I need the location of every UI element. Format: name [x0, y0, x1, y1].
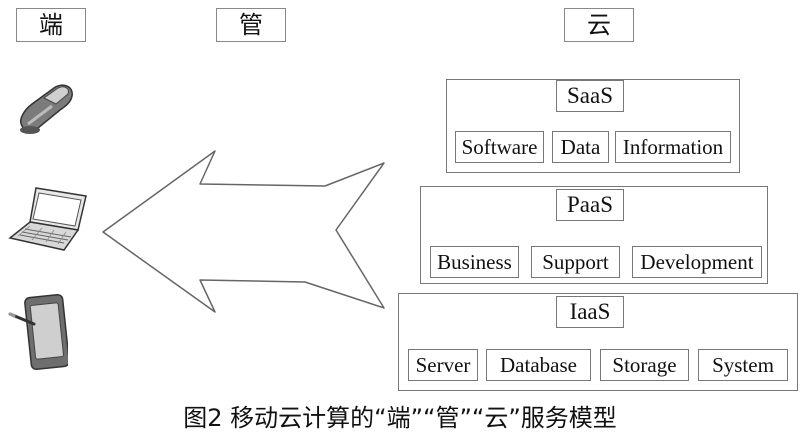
figure-caption: 图2 移动云计算的“端”“管”“云”服务模型 — [183, 404, 617, 432]
header-device: 端 — [16, 8, 86, 42]
iaas-title: IaaS — [556, 296, 624, 328]
tablet-icon — [8, 293, 68, 371]
iaas-item-system: System — [698, 349, 788, 381]
iaas-item-database: Database — [486, 349, 591, 381]
header-pipe: 管 — [216, 8, 286, 42]
paas-item-support: Support — [531, 246, 620, 278]
saas-item-software: Software — [455, 131, 544, 163]
iaas-item-server: Server — [408, 349, 478, 381]
paas-item-development: Development — [632, 246, 762, 278]
laptop-icon — [8, 187, 87, 251]
saas-item-information: Information — [615, 131, 731, 163]
saas-title: SaaS — [556, 80, 624, 112]
saas-item-data: Data — [552, 131, 609, 163]
phone-icon — [20, 84, 73, 134]
paas-item-business: Business — [430, 246, 519, 278]
paas-title: PaaS — [556, 189, 624, 221]
header-cloud: 云 — [564, 8, 634, 42]
iaas-item-storage: Storage — [600, 349, 689, 381]
